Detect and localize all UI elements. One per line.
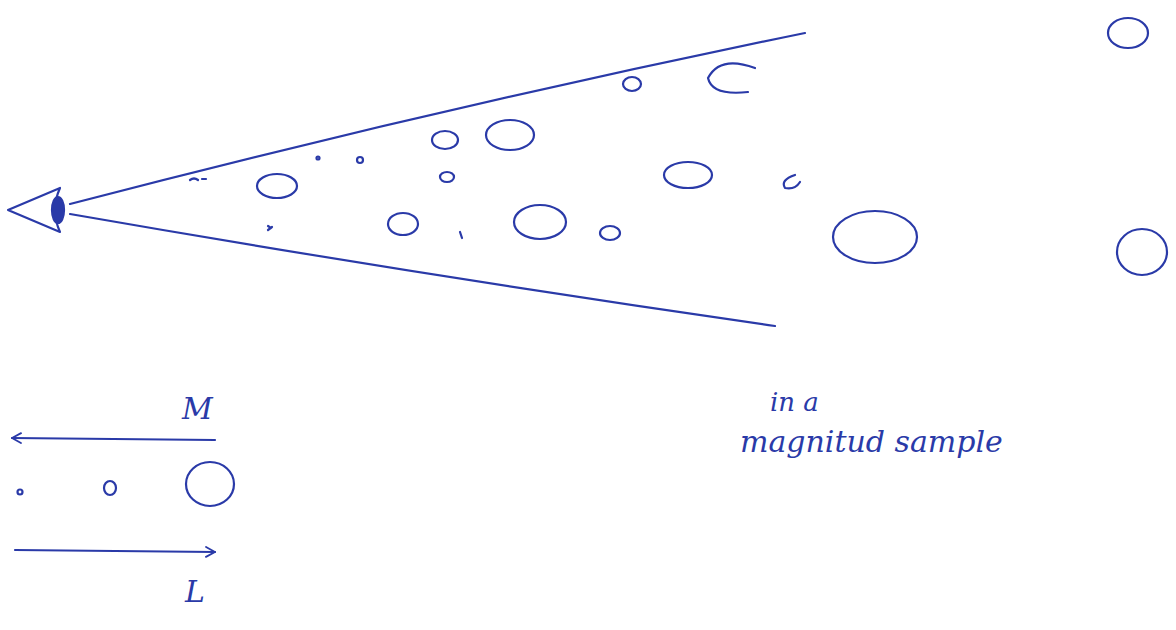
galaxy [440, 172, 454, 182]
galaxy [1108, 18, 1148, 48]
eye-pupil [52, 197, 64, 223]
galaxy [357, 157, 363, 163]
cone-edge [70, 214, 775, 326]
note-text: magnitud sample [740, 425, 1003, 458]
galaxy [460, 232, 462, 238]
size-circle [18, 490, 23, 495]
galaxy [268, 226, 272, 230]
galaxy [708, 63, 755, 92]
eye [8, 188, 64, 232]
axis-label: M [182, 392, 213, 425]
galaxy [833, 211, 917, 263]
galaxy [784, 175, 800, 188]
galaxy [664, 162, 712, 188]
size-circle [104, 481, 116, 495]
galaxy [600, 226, 620, 240]
galaxy [1117, 229, 1167, 275]
galaxy [190, 179, 206, 181]
luminosity-arrow [15, 550, 215, 552]
galaxy [388, 213, 418, 235]
note-text: in a [770, 388, 819, 417]
galaxy [486, 120, 534, 150]
galaxies [190, 18, 1167, 275]
galaxy [514, 205, 566, 239]
size-circle [186, 462, 234, 506]
axis-label: L [185, 575, 205, 608]
galaxy [317, 157, 320, 160]
cone-edge [70, 33, 805, 204]
magnitude-arrow [12, 438, 215, 440]
galaxy [432, 131, 458, 149]
galaxy [623, 77, 641, 91]
galaxy [257, 174, 297, 198]
